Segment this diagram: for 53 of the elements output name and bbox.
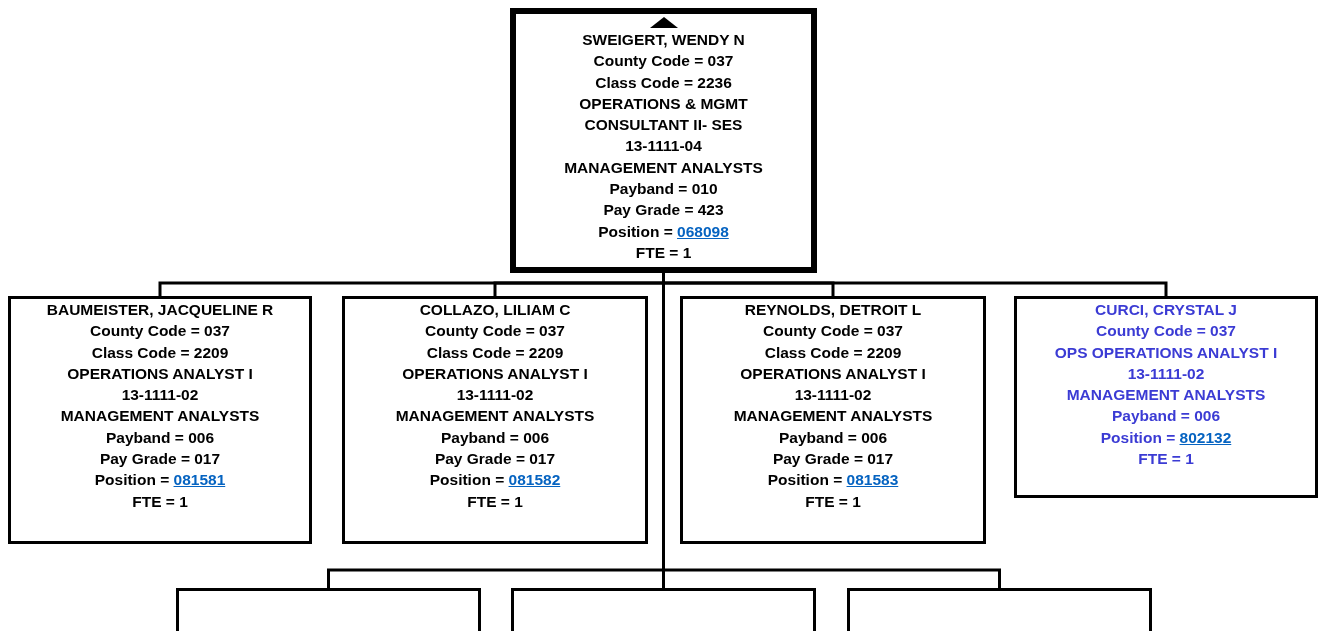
position-detail: OPERATIONS ANALYST I: [740, 363, 926, 384]
position-detail: Payband = 006: [440, 427, 550, 448]
position-detail: FTE = 1: [1138, 449, 1194, 470]
position-detail: 13-1111-02: [794, 385, 872, 406]
position-detail: County Code = 037: [1096, 321, 1236, 342]
employee-name: SWEIGERT, WENDY N: [582, 30, 745, 50]
employee-name: REYNOLDS, DETROIT L: [744, 300, 922, 320]
employee-name: BAUMEISTER, JACQUELINE R: [46, 300, 274, 320]
position-detail: FTE = 1: [132, 491, 188, 512]
position-detail: OPERATIONS ANALYST I: [67, 363, 253, 384]
position-detail: County Code = 037: [425, 321, 565, 342]
position-detail: Pay Grade = 017: [434, 449, 556, 470]
position-detail: Payband = 006: [105, 427, 215, 448]
position-detail: 13-1111-02: [1127, 363, 1205, 384]
employee-name: CURCI, CRYSTAL J: [1095, 300, 1237, 320]
position-detail: Class Code = 2209: [426, 342, 564, 363]
position-detail: Class Code = 2209: [91, 342, 229, 363]
position-detail: Payband = 006: [1111, 406, 1221, 427]
position-detail: OPS OPERATIONS ANALYST I: [1054, 342, 1278, 363]
position-detail: Position = 081582: [429, 470, 561, 491]
position-detail: MANAGEMENT ANALYSTS: [733, 406, 933, 427]
position-detail: 13-1111-02: [121, 385, 199, 406]
position-detail: Pay Grade = 423: [603, 200, 724, 221]
position-detail: FTE = 1: [635, 242, 692, 263]
position-detail: Position = 081583: [767, 470, 899, 491]
position-detail: MANAGEMENT ANALYSTS: [564, 157, 763, 178]
position-box: [8, 296, 312, 544]
position-box: [1014, 296, 1318, 498]
position-detail: Payband = 010: [609, 179, 718, 200]
position-box: [510, 8, 817, 273]
employee-name: COLLAZO, LILIAM C: [419, 300, 571, 320]
position-detail: MANAGEMENT ANALYSTS: [395, 406, 595, 427]
position-detail: 13-1111-02: [456, 385, 534, 406]
position-detail: Position = 068098: [598, 221, 729, 242]
position-detail: OPERATIONS ANALYST I: [402, 363, 588, 384]
position-detail: Class Code = 2209: [764, 342, 902, 363]
position-detail: Pay Grade = 017: [772, 449, 894, 470]
position-box: [680, 296, 986, 544]
position-detail: MANAGEMENT ANALYSTS: [60, 406, 260, 427]
position-detail: County Code = 037: [593, 51, 734, 72]
position-detail: FTE = 1: [805, 491, 861, 512]
position-detail: Class Code = 2236: [595, 72, 732, 93]
position-detail: Position = 081581: [94, 470, 226, 491]
position-detail: Position = 802132: [1100, 427, 1232, 448]
position-detail: Pay Grade = 017: [99, 449, 221, 470]
position-box: [342, 296, 648, 544]
position-detail: County Code = 037: [90, 321, 230, 342]
position-detail: FTE = 1: [467, 491, 523, 512]
position-detail: OPERATIONS & MGMT CONSULTANT II- SES: [578, 93, 749, 136]
position-detail: County Code = 037: [763, 321, 903, 342]
position-detail: MANAGEMENT ANALYSTS: [1066, 385, 1266, 406]
position-detail: Payband = 006: [778, 427, 888, 448]
position-detail: 13-1111-04: [625, 136, 702, 157]
